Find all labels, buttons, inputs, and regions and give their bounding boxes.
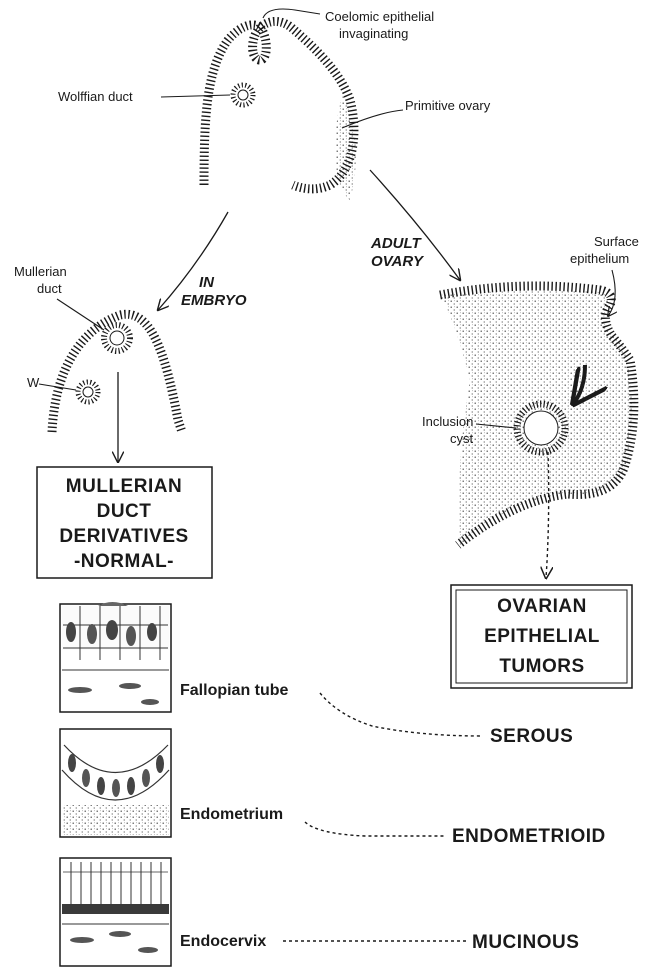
fallopian-tube-histology bbox=[60, 602, 171, 712]
endometrium-histology bbox=[60, 729, 171, 837]
surface-label: Surface bbox=[594, 234, 639, 249]
adult-label: ADULT bbox=[370, 235, 423, 252]
tumor-label-serous: SEROUS bbox=[490, 726, 573, 747]
mullerian-label: Mullerian bbox=[14, 264, 67, 279]
tumor-label-endometrioid: ENDOMETRIOID bbox=[452, 826, 606, 847]
endocervix-histology bbox=[60, 858, 171, 966]
embryo-mullerian-diagram bbox=[52, 314, 182, 432]
mullerian-box-line3: DERIVATIVES bbox=[59, 526, 188, 547]
in-label: IN bbox=[199, 274, 215, 291]
mullerian-box-line2: DUCT bbox=[97, 501, 152, 522]
embryo-coelom-diagram bbox=[204, 21, 356, 200]
mullerian-box-line4: -NORMAL- bbox=[74, 551, 174, 572]
mullerian-box-line1: MULLERIAN bbox=[66, 476, 182, 497]
invaginating-label: invaginating bbox=[339, 26, 408, 41]
tumors-box-line2: EPITHELIAL bbox=[484, 626, 600, 647]
tumors-box-line1: OVARIAN bbox=[497, 596, 587, 617]
duct-label: duct bbox=[37, 281, 62, 296]
primitive-ovary-label: Primitive ovary bbox=[405, 98, 491, 113]
inclusion-label: Inclusion bbox=[422, 414, 473, 429]
tissue-label-endometrium: Endometrium bbox=[180, 806, 283, 823]
wolffian-duct-label: Wolffian duct bbox=[58, 89, 133, 104]
epithelium-label: epithelium bbox=[570, 251, 629, 266]
ovary-label: OVARY bbox=[371, 253, 425, 270]
tissue-label-endocervix: Endocervix bbox=[180, 933, 266, 950]
coelomic-label: Coelomic epithelial bbox=[325, 9, 434, 24]
coelomic-epithelium bbox=[204, 21, 354, 188]
embryo-label: EMBRYO bbox=[181, 292, 247, 309]
tumor-label-mucinous: MUCINOUS bbox=[472, 932, 579, 953]
tissue-label-fallopian-tube: Fallopian tube bbox=[180, 682, 289, 699]
tumors-box-line3: TUMORS bbox=[499, 656, 584, 677]
w-label: W bbox=[27, 375, 40, 390]
cyst-label: cyst bbox=[450, 431, 474, 446]
